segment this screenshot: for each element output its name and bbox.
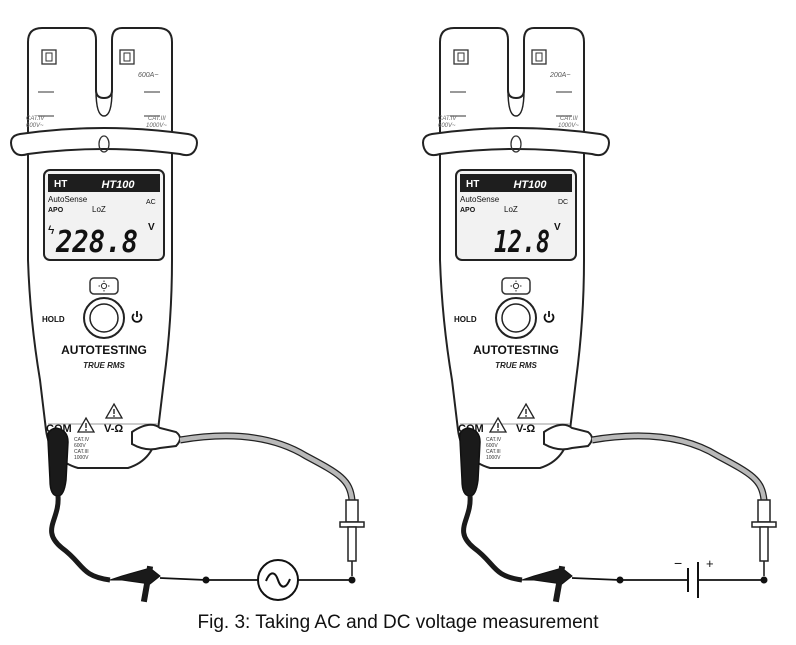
jack-cat-1: CAT.IV — [486, 437, 502, 443]
model-label: HT100 — [513, 179, 547, 191]
brand-logo: HT — [466, 179, 479, 190]
meter-ac: 600A~ CAT.IV 600V~ CAT.III 1000V~ HT HT1… — [10, 27, 198, 469]
v-ohm-label: V-Ω — [104, 423, 123, 435]
true-rms-label: TRUE RMS — [495, 361, 537, 370]
cat-left-line1: CAT.IV — [26, 116, 45, 122]
jaw-range-label: 200A~ — [549, 72, 570, 79]
apo-label: APO — [460, 207, 476, 214]
jack-cat-3: CAT.III — [74, 449, 89, 455]
measurement-figure: 600A~ CAT.IV 600V~ CAT.III 1000V~ HT HT1… — [10, 27, 777, 603]
battery-minus-label: − — [674, 555, 682, 571]
figure-caption: Fig. 3: Taking AC and DC voltage measure… — [197, 612, 599, 633]
meter-dc: 200A~ CAT.IV 600V~ CAT.III 1000V~ HT HT1… — [422, 27, 610, 469]
mode-indicator: DC — [558, 199, 568, 206]
autosense-label: AutoSense — [460, 195, 500, 204]
power-icon — [131, 311, 143, 323]
sun-icon[interactable] — [98, 280, 110, 292]
brand-logo: HT — [54, 179, 67, 190]
jack-cat-2: 600V — [486, 443, 498, 449]
ac-source-icon — [257, 559, 299, 601]
autotesting-title: AUTOTESTING — [61, 343, 147, 357]
power-icon — [543, 311, 555, 323]
hold-button[interactable] — [90, 304, 118, 332]
true-rms-label: TRUE RMS — [83, 361, 125, 370]
v-ohm-label: V-Ω — [516, 423, 535, 435]
cat-left-line1: CAT.IV — [438, 116, 457, 122]
jack-cat-1: CAT.IV — [74, 437, 90, 443]
cat-right-line2: 1000V~ — [146, 123, 167, 129]
mode-indicator: AC — [146, 199, 156, 206]
cat-left-line2: 600V~ — [438, 123, 456, 129]
lcd-reading: 12.8 — [494, 225, 550, 260]
sun-icon[interactable] — [510, 280, 522, 292]
lcd-unit: V — [148, 222, 155, 233]
autotesting-title: AUTOTESTING — [473, 343, 559, 357]
lcd-unit: V — [554, 222, 561, 233]
test-leads-dc — [458, 423, 777, 603]
battery-icon: − + — [674, 555, 714, 598]
lcd-reading: 228.8 — [55, 225, 138, 260]
hold-label: HOLD — [454, 315, 477, 324]
model-label: HT100 — [101, 179, 135, 191]
loz-label: LoZ — [504, 205, 518, 214]
hazard-icon: ϟ — [48, 223, 55, 237]
autosense-label: AutoSense — [48, 195, 88, 204]
loz-label: LoZ — [92, 205, 106, 214]
cat-left-line2: 600V~ — [26, 123, 44, 129]
cat-right-line1: CAT.III — [148, 116, 166, 122]
jaw-range-label: 600A~ — [138, 72, 158, 79]
cat-right-line1: CAT.III — [560, 116, 578, 122]
jack-cat-4: 1000V — [74, 455, 89, 461]
test-leads-ac — [46, 423, 365, 603]
battery-plus-label: + — [706, 556, 714, 571]
cat-right-line2: 1000V~ — [558, 123, 579, 129]
jack-cat-3: CAT.III — [486, 449, 501, 455]
hold-label: HOLD — [42, 315, 65, 324]
jack-cat-2: 600V — [74, 443, 86, 449]
apo-label: APO — [48, 207, 64, 214]
jack-cat-4: 1000V — [486, 455, 501, 461]
hold-button[interactable] — [502, 304, 530, 332]
